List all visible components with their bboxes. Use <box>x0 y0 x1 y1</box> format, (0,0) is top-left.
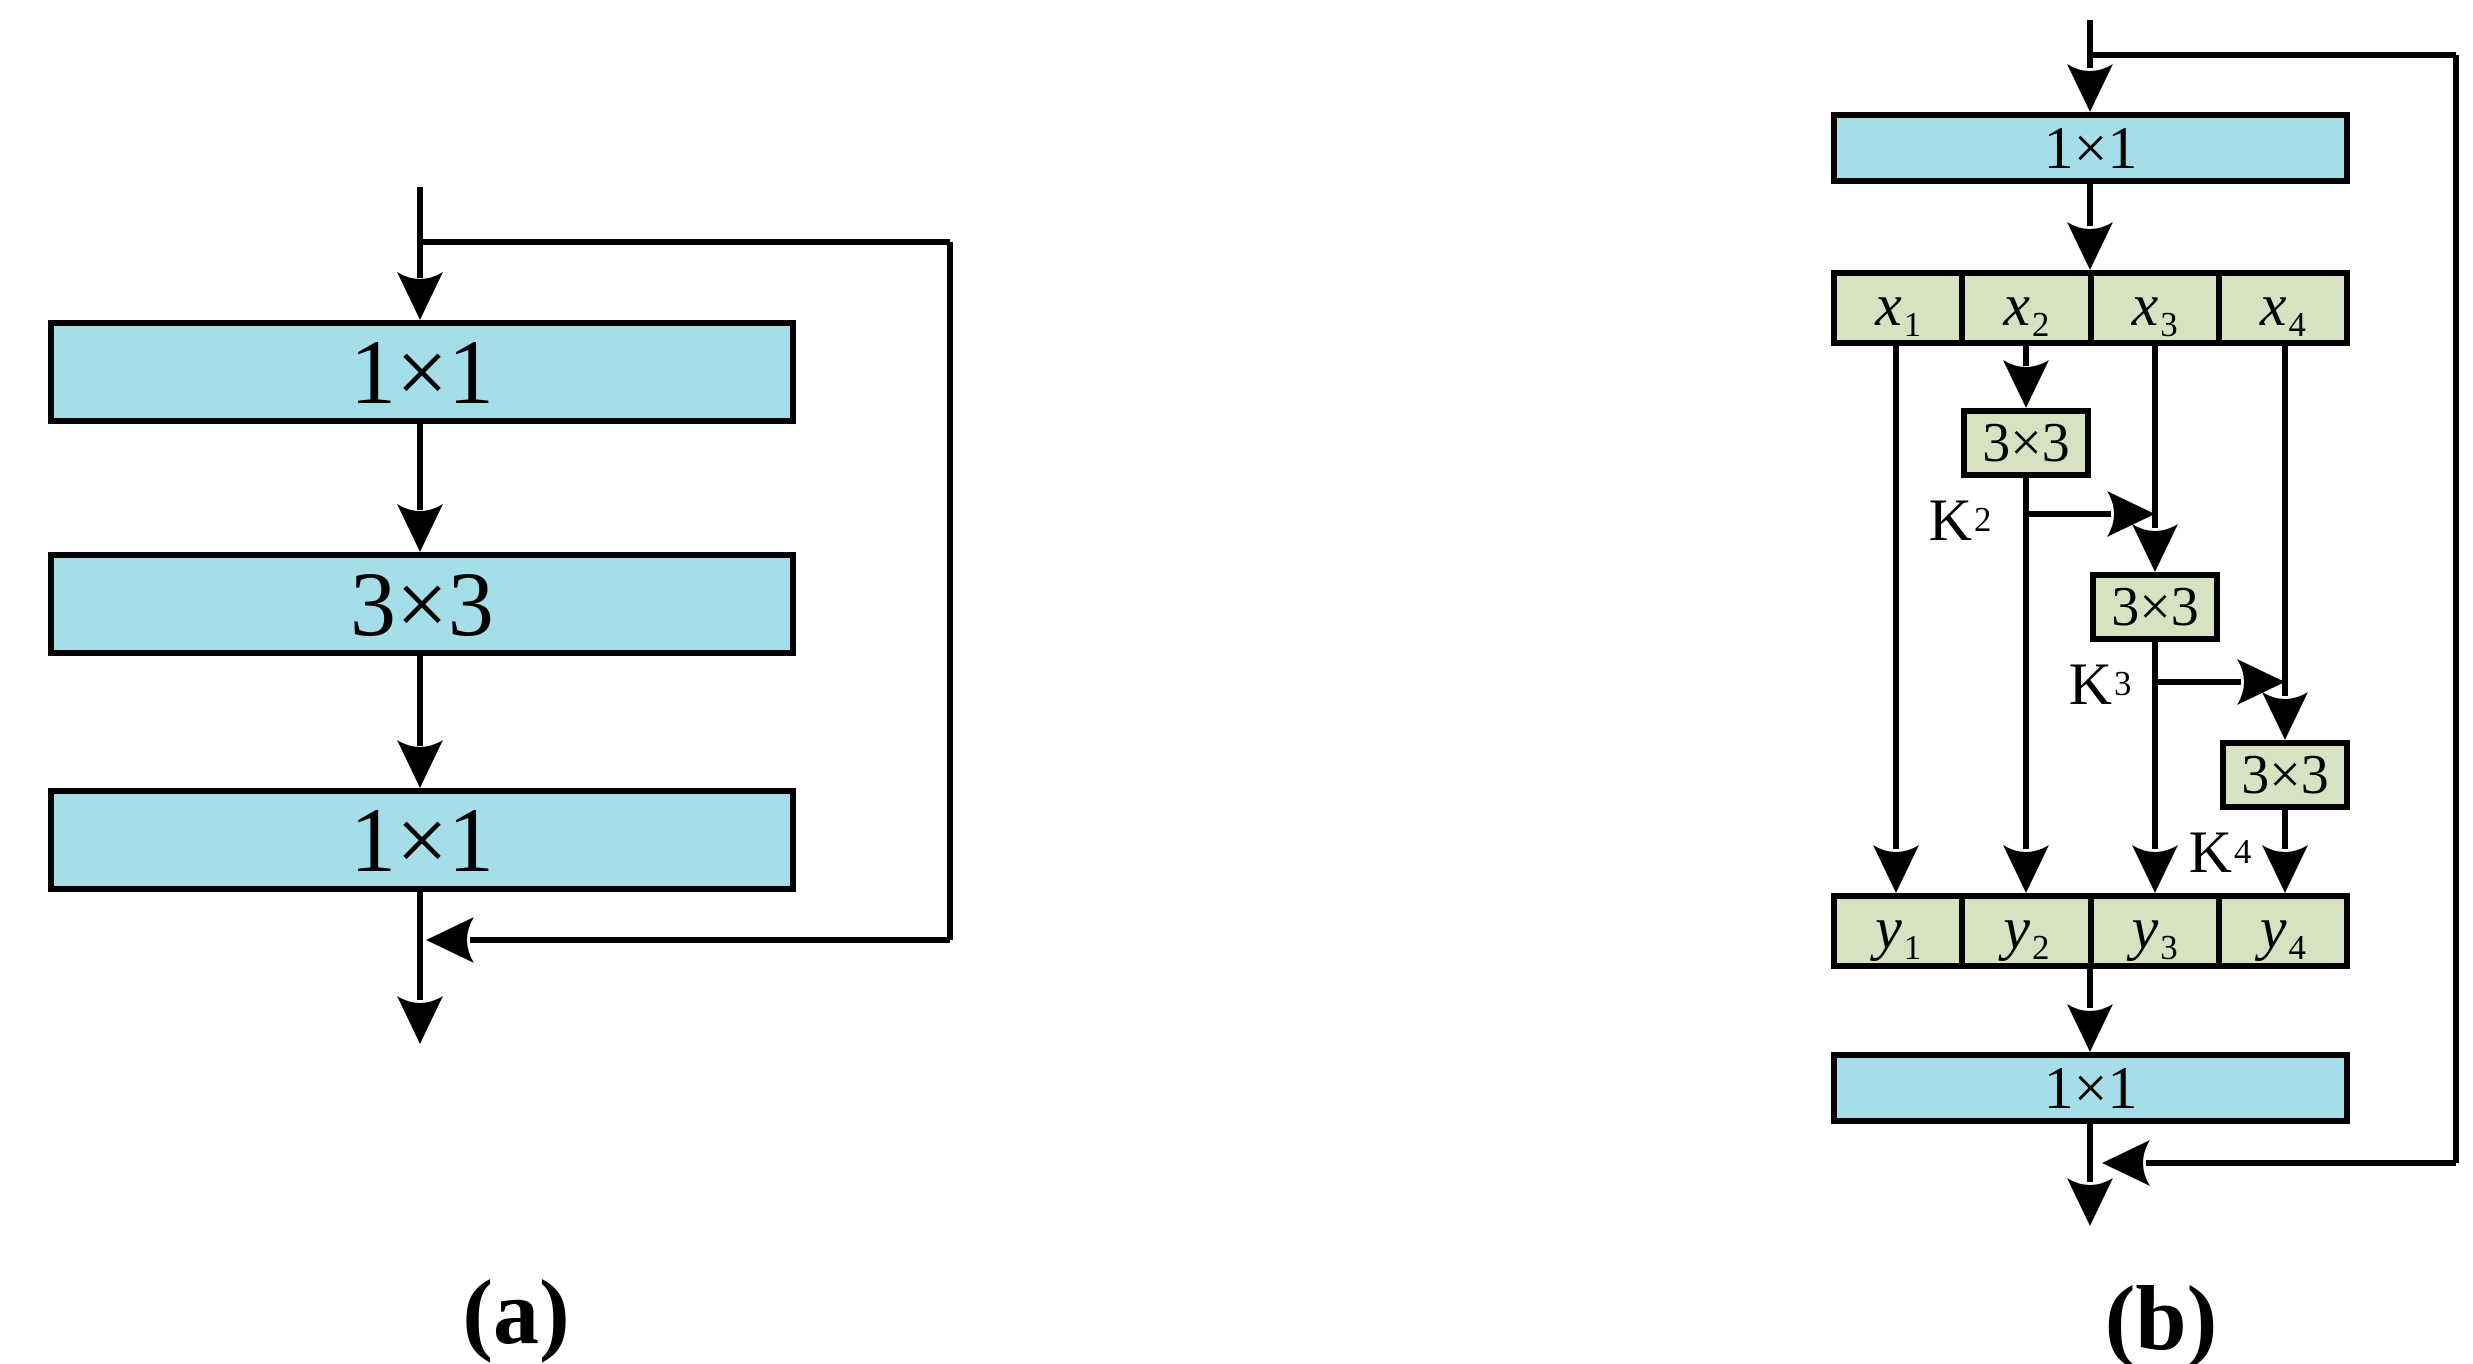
a-conv3-arrowhead <box>397 740 443 788</box>
a-conv2-box: 3×3 <box>48 552 796 656</box>
caption-b: (b) <box>2104 1267 2218 1364</box>
label-sub: 2 <box>1973 500 1992 539</box>
label-sub: 3 <box>2160 928 2178 968</box>
a-conv3-label: 1×1 <box>350 789 494 891</box>
output-cell-y1-label: y1 <box>1875 894 1921 968</box>
b-split-row: x1 x2 x3 x4 <box>1831 270 2350 346</box>
caption-a: (a) <box>462 1261 570 1363</box>
a-output-arrowhead <box>397 996 443 1044</box>
split-cell-x3: x3 <box>2087 272 2216 344</box>
a-input-arrowhead <box>397 272 443 320</box>
output-cell-y2: y2 <box>1959 895 2088 967</box>
split-cell-x2: x2 <box>1959 272 2088 344</box>
output-cell-y4: y4 <box>2215 895 2344 967</box>
b-conv-out-arrowhead <box>2067 1004 2113 1052</box>
label-base: y <box>2259 894 2287 961</box>
b-scale-conv2-box: 3×3 <box>1961 408 2091 478</box>
a-conv2-arrowhead <box>397 504 443 552</box>
b-input-conv-label: 1×1 <box>2043 114 2138 181</box>
output-cell-y3-label: y3 <box>2132 894 2178 968</box>
output-cell-y3: y3 <box>2087 895 2216 967</box>
label-base: x <box>2259 271 2287 338</box>
b-scale-conv2-label: 3×3 <box>1982 412 2070 474</box>
b-input-arrowhead <box>2067 64 2113 112</box>
b-k2-branch-arrowhead <box>2107 491 2155 537</box>
label-sub: 4 <box>2233 832 2252 871</box>
split-cell-x2-label: x2 <box>2003 271 2049 345</box>
b-output-conv-box: 1×1 <box>1831 1052 2350 1124</box>
label-sub: 3 <box>2113 664 2132 703</box>
label-sub: 4 <box>2288 928 2306 968</box>
output-cell-y2-label: y2 <box>2003 894 2049 968</box>
b-scale-conv4-box: 3×3 <box>2220 740 2350 810</box>
label-sub: 1 <box>1903 928 1922 968</box>
a-conv3-box: 1×1 <box>48 788 796 892</box>
b-y3-arrowhead <box>2132 845 2178 893</box>
b-output-conv-label: 1×1 <box>2043 1054 2138 1121</box>
output-cell-y1: y1 <box>1837 895 1960 967</box>
split-cell-x1-label: x1 <box>1875 271 1921 345</box>
b-y1-arrowhead <box>1873 845 1919 893</box>
output-cell-y4-label: y4 <box>2260 894 2306 968</box>
split-cell-x4: x4 <box>2215 272 2344 344</box>
b-scale-conv3-label: 3×3 <box>2111 576 2199 638</box>
label-base: y <box>1875 894 1902 961</box>
b-split-arrowhead <box>2067 222 2113 270</box>
label-base: K <box>2188 818 2232 885</box>
label-base: y <box>2003 894 2030 961</box>
b-scale-conv3-box: 3×3 <box>2090 572 2220 642</box>
b-y4-arrowhead <box>2262 845 2308 893</box>
label-sub: 3 <box>2160 305 2178 345</box>
split-cell-x1: x1 <box>1837 272 1960 344</box>
label-base: x <box>2131 271 2159 338</box>
label-sub: 4 <box>2288 305 2306 345</box>
b-output-row: y1 y2 y3 y4 <box>1831 893 2350 969</box>
b-k4-in-arrowhead <box>2262 692 2308 740</box>
label-base: K <box>2068 650 2112 717</box>
a-conv1-box: 1×1 <box>48 320 796 424</box>
b-scale-conv4-label: 3×3 <box>2241 744 2329 806</box>
split-cell-x3-label: x3 <box>2132 271 2178 345</box>
a-conv1-label: 1×1 <box>350 321 494 423</box>
label-sub: 1 <box>1903 305 1922 345</box>
label-base: K <box>1928 486 1972 553</box>
b-merge-arrowhead <box>2102 1140 2150 1186</box>
label-base: x <box>1875 271 1902 338</box>
b-y2-arrowhead <box>2003 845 2049 893</box>
label-base: x <box>2003 271 2030 338</box>
b-input-conv-box: 1×1 <box>1831 112 2350 184</box>
split-cell-x4-label: x4 <box>2260 271 2306 345</box>
b-k3-in-arrowhead <box>2132 524 2178 572</box>
a-merge-arrowhead <box>426 917 474 963</box>
label-base: y <box>2131 894 2159 961</box>
b-k3-branch-arrowhead <box>2237 659 2285 705</box>
label-sub: 2 <box>2031 928 2050 968</box>
a-conv2-label: 3×3 <box>350 553 494 655</box>
label-sub: 2 <box>2031 305 2050 345</box>
b-k2-in-arrowhead <box>2003 360 2049 408</box>
b-output-arrowhead <box>2067 1178 2113 1226</box>
